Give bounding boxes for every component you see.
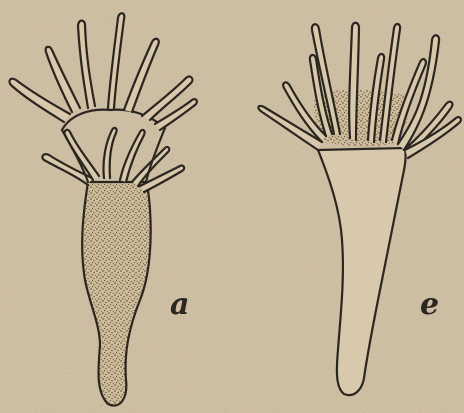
figure-label-b: e bbox=[420, 290, 439, 320]
figure-label-a: a bbox=[170, 290, 189, 320]
